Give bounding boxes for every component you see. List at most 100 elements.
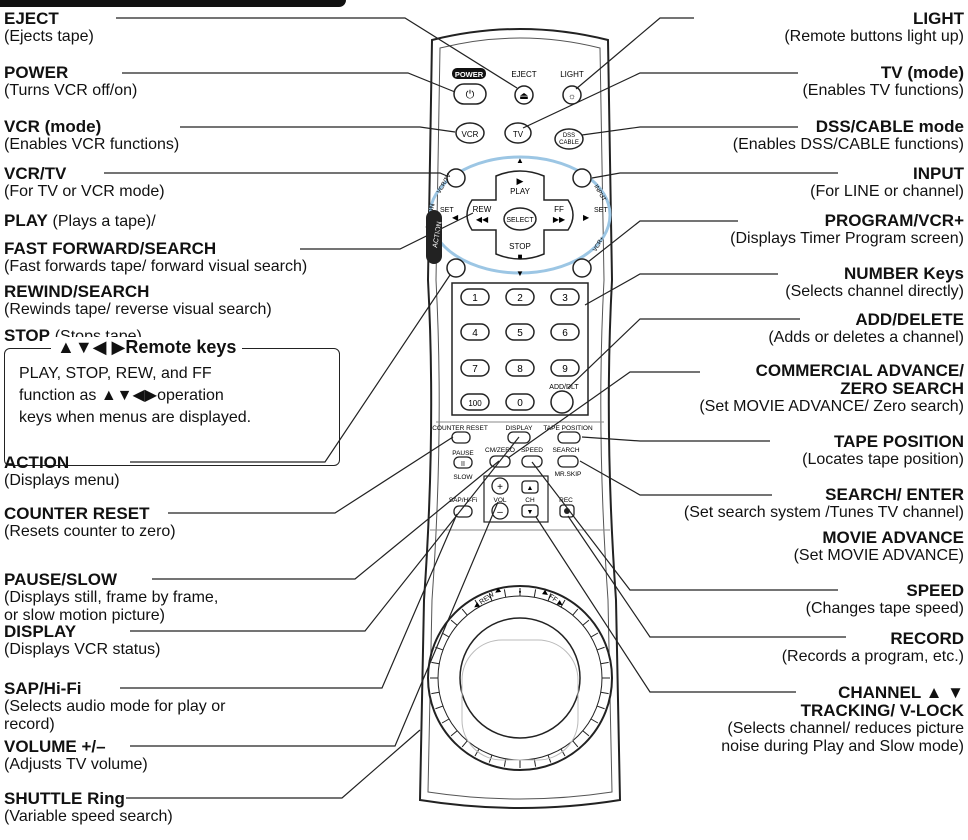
shuttle-tick <box>596 646 605 651</box>
svg-text:MR.SKIP: MR.SKIP <box>555 471 582 478</box>
header-bar <box>0 0 346 7</box>
digit-label: 2 <box>517 293 523 304</box>
digit-label: 3 <box>562 293 568 304</box>
svg-text:PAUSE: PAUSE <box>452 450 474 457</box>
search-button <box>557 455 579 468</box>
shuttle-tick <box>503 589 507 598</box>
svg-text:SELECT: SELECT <box>506 217 534 224</box>
label-record: RECORD(Records a program, etc.) <box>781 629 964 666</box>
digit-label: 1 <box>472 293 478 304</box>
eject-button <box>514 85 534 105</box>
shuttle-tick <box>590 718 599 724</box>
svg-text:SPEED: SPEED <box>521 447 543 454</box>
speed-button <box>521 455 543 468</box>
label-channel: CHANNEL ▲ ▼ TRACKING/ V-LOCK(Selects cha… <box>721 683 964 756</box>
svg-text:VOL: VOL <box>493 497 506 504</box>
shuttle-tick <box>431 691 440 695</box>
leader-lines <box>104 17 846 799</box>
select-button <box>503 207 537 231</box>
svg-text:◀: ◀ <box>452 213 459 222</box>
shuttle-tick <box>450 730 458 737</box>
sap-button <box>453 505 473 518</box>
shuttle-tick <box>582 619 590 626</box>
label-display: DISPLAY(Displays VCR status) <box>4 622 161 659</box>
digit-button-5 <box>505 323 535 341</box>
svg-text:▲: ▲ <box>527 485 534 492</box>
svg-text:◀◀: ◀◀ <box>476 215 489 224</box>
digit-button-6 <box>550 323 580 341</box>
digit-label: 7 <box>472 364 478 375</box>
shuttle-tick <box>582 730 590 737</box>
svg-text:ACTION: ACTION <box>432 221 443 248</box>
label-rew: REWIND/SEARCH(Rewinds tape/ reverse visu… <box>4 282 272 319</box>
shuttle-tick <box>572 740 579 748</box>
label-tv-mode: TV (mode)(Enables TV functions) <box>802 63 964 100</box>
svg-text:▶▶: ▶▶ <box>553 215 566 224</box>
digit-button-8 <box>505 359 535 377</box>
svg-text:LIGHT: LIGHT <box>560 70 584 79</box>
shuttle-tick <box>441 718 450 724</box>
label-play: PLAY (Plays a tape)/ <box>4 211 156 231</box>
program-button <box>572 258 592 278</box>
digit-button-3 <box>550 288 580 306</box>
svg-text:⏻: ⏻ <box>466 89 475 101</box>
shuttle-tick <box>600 661 609 665</box>
svg-text:CM/ZERO: CM/ZERO <box>485 447 515 454</box>
svg-text:☼: ☼ <box>568 91 576 101</box>
svg-text:TV: TV <box>513 130 524 139</box>
svg-text:EJECT: EJECT <box>511 70 536 79</box>
svg-text:SEARCH: SEARCH <box>552 447 579 454</box>
svg-text:⏏: ⏏ <box>519 91 528 102</box>
digit-label: 4 <box>472 328 478 339</box>
digit-label: 5 <box>517 328 523 339</box>
svg-text:ADD/DLT: ADD/DLT <box>549 384 579 391</box>
dss-cable-button <box>554 128 584 150</box>
svg-text:STOP: STOP <box>509 242 531 251</box>
svg-text:▶: ▶ <box>583 213 590 222</box>
shuttle-tick <box>547 593 552 602</box>
svg-text:–: – <box>497 507 503 518</box>
label-ff: FAST FORWARD/SEARCH(Fast forwards tape/ … <box>4 239 308 276</box>
svg-text:▲: ▲ <box>516 156 524 165</box>
svg-text:SET: SET <box>440 207 454 214</box>
digit-label: 8 <box>517 364 523 375</box>
shuttle-tick <box>596 705 605 710</box>
shuttle-tick <box>435 705 444 710</box>
svg-text:DISPLAY: DISPLAY <box>506 425 534 432</box>
counter-reset-button <box>451 431 471 444</box>
svg-text:II: II <box>461 461 465 468</box>
shuttle-tick <box>474 599 480 608</box>
shuttle-tick <box>461 740 468 748</box>
shuttle-tick <box>533 589 537 598</box>
label-movie-advance: MOVIE ADVANCE(Set MOVIE ADVANCE) <box>793 528 964 565</box>
shuttle-tick <box>450 619 458 626</box>
svg-text:SET: SET <box>594 207 608 214</box>
label-program: PROGRAM/VCR+(Displays Timer Program scre… <box>730 211 964 248</box>
digit-button-1 <box>460 288 490 306</box>
power-button <box>453 83 487 105</box>
shuttle-tick <box>474 748 480 757</box>
label-add-delete: ADD/DELETE(Adds or deletes a channel) <box>768 310 964 347</box>
digit-label: 9 <box>562 364 568 375</box>
svg-text:▼: ▼ <box>516 269 524 278</box>
svg-text:POWER: POWER <box>455 70 484 79</box>
svg-text:TAPE POSITION: TAPE POSITION <box>543 425 593 432</box>
svg-text:DSS: DSS <box>563 133 575 139</box>
label-eject: EJECT(Ejects tape) <box>4 9 94 46</box>
shuttle-ticks <box>430 588 610 768</box>
shuttle-tick <box>572 608 579 616</box>
label-vcr-tv: VCR/TV(For TV or VCR mode) <box>4 164 165 201</box>
svg-text:■: ■ <box>518 252 523 261</box>
svg-text:SAP/Hi-Fi: SAP/Hi-Fi <box>449 497 478 504</box>
shuttle-tick <box>560 599 566 608</box>
tv-mode-button <box>504 122 532 144</box>
label-action: ACTION(Displays menu) <box>4 453 120 490</box>
shuttle-tick <box>461 608 468 616</box>
remote-keys-note: ▲▼◀ ▶Remote keys PLAY, STOP, REW, and FF… <box>4 337 340 466</box>
svg-text:REW: REW <box>473 205 492 214</box>
shuttle-tick <box>600 691 609 695</box>
svg-text:PLAY: PLAY <box>510 187 531 196</box>
pause-button <box>453 456 473 469</box>
label-tape-position: TAPE POSITION(Locates tape position) <box>802 432 964 469</box>
